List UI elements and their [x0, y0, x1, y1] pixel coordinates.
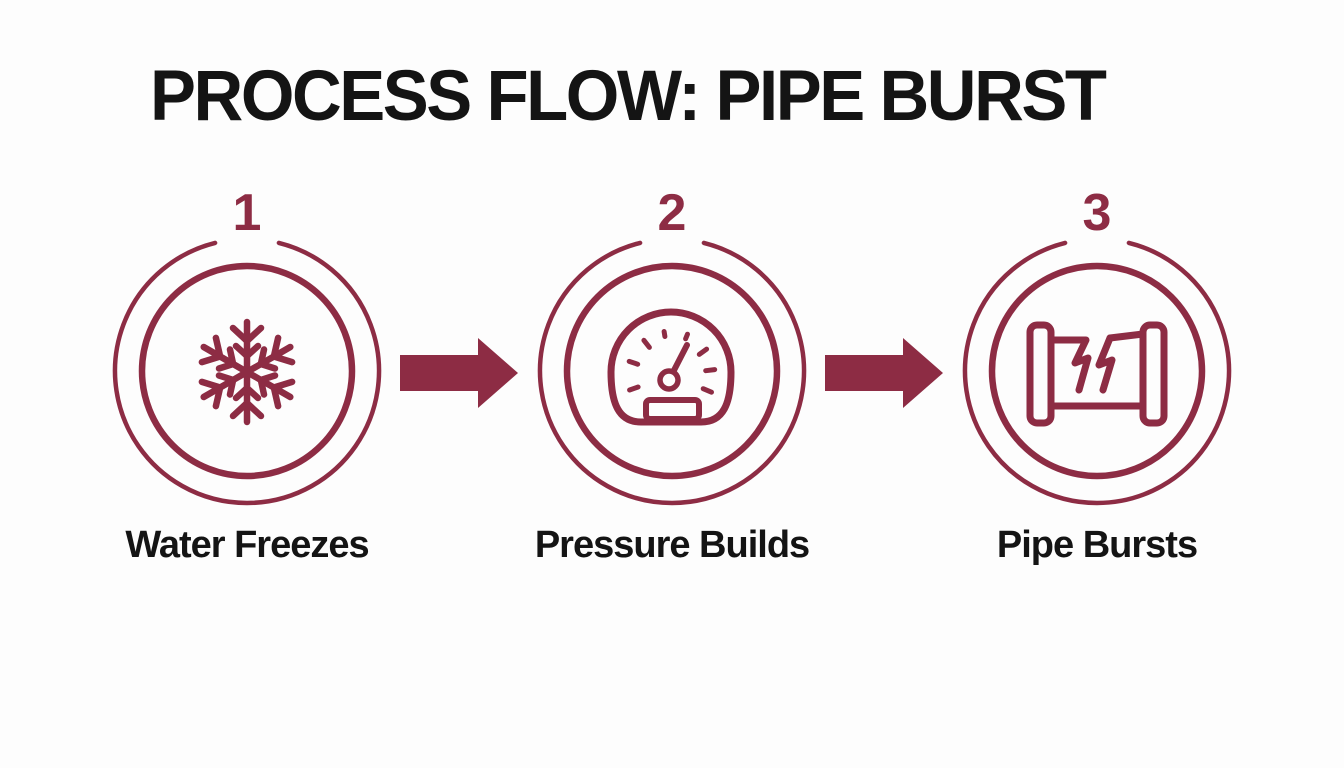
pressure-gauge-icon: [607, 308, 735, 426]
process-step-2: 2 Pres: [532, 184, 812, 590]
step-ring: [537, 240, 807, 506]
page-title: PROCESS FLOW: PIPE BURST: [150, 57, 1107, 136]
step-label: Water Freezes: [125, 524, 369, 566]
step-label: Pipe Bursts: [996, 524, 1198, 566]
step-number: 2: [657, 184, 687, 242]
arrow-right-icon: [400, 338, 518, 408]
step-label: Pressure Builds: [534, 524, 810, 566]
snowflake-icon: [187, 312, 307, 432]
burst-pipe-icon: [1026, 321, 1168, 427]
step-number: 1: [232, 184, 262, 242]
step-ring: [962, 240, 1232, 506]
process-step-3: 3 Pipe Bursts: [957, 184, 1237, 590]
step-number: 3: [1082, 184, 1112, 242]
process-step-1: 1 Water Freezes: [107, 184, 387, 590]
step-ring: [112, 240, 382, 506]
arrow-right-icon: [825, 338, 943, 408]
